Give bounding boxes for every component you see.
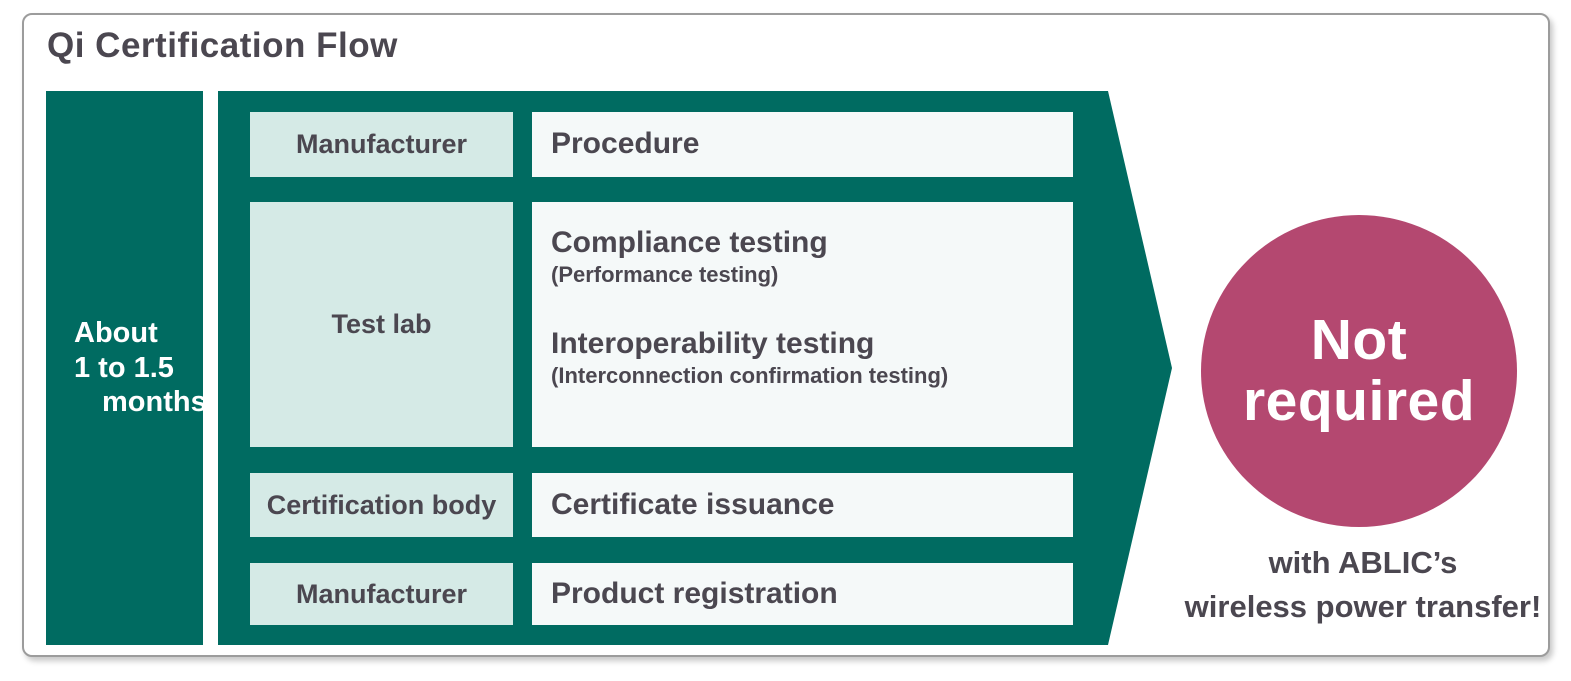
step-compliance-testing: Compliance testing (Performance testing) (551, 226, 1054, 289)
duration-line-1: About (74, 316, 158, 349)
actor-label: Certification body (266, 489, 497, 520)
actor-manufacturer-2: Manufacturer (250, 563, 513, 625)
duration-line-2: 1 to 1.5 (74, 351, 174, 384)
step-name: Compliance testing (551, 226, 828, 259)
actor-label: Test lab (331, 309, 432, 339)
duration-bar: About 1 to 1.5 months (46, 91, 207, 645)
step-procedure: Procedure (532, 112, 1073, 177)
actor-label: Manufacturer (295, 578, 468, 609)
actor-certification-body: Certification body (250, 473, 513, 537)
step-product-registration: Product registration (532, 563, 1073, 625)
actor-manufacturer-1: Manufacturer (250, 112, 513, 177)
not-required-badge: Not required (1201, 215, 1517, 527)
step-interoperability-testing: Interoperability testing (Interconnectio… (551, 327, 1054, 390)
step-name: Interoperability testing (551, 327, 875, 361)
caption-line-1: with ABLIC’s (1268, 545, 1458, 580)
step-name: Certificate issuance (551, 487, 835, 521)
badge-line-2: required (1242, 369, 1476, 433)
step-testing: Compliance testing (Performance testing)… (532, 202, 1073, 447)
actor-test-lab: Test lab (250, 202, 513, 447)
step-name: Product registration (551, 576, 838, 610)
step-certificate-issuance: Certificate issuance (532, 473, 1073, 537)
badge-caption: with ABLIC’s wireless power transfer! (1173, 541, 1553, 629)
step-detail: (Interconnection confirmation testing) (551, 362, 949, 388)
caption-line-2: wireless power transfer! (1184, 589, 1542, 625)
step-name: Procedure (551, 127, 700, 161)
actor-label: Manufacturer (295, 129, 468, 159)
page-title: Qi Certification Flow (47, 26, 398, 65)
flow-arrow: Manufacturer Procedure Test lab Complian… (218, 91, 1172, 645)
badge-line-1: Not (1310, 308, 1408, 373)
duration-line-3: months (102, 386, 207, 419)
step-detail: (Performance testing) (551, 261, 779, 287)
